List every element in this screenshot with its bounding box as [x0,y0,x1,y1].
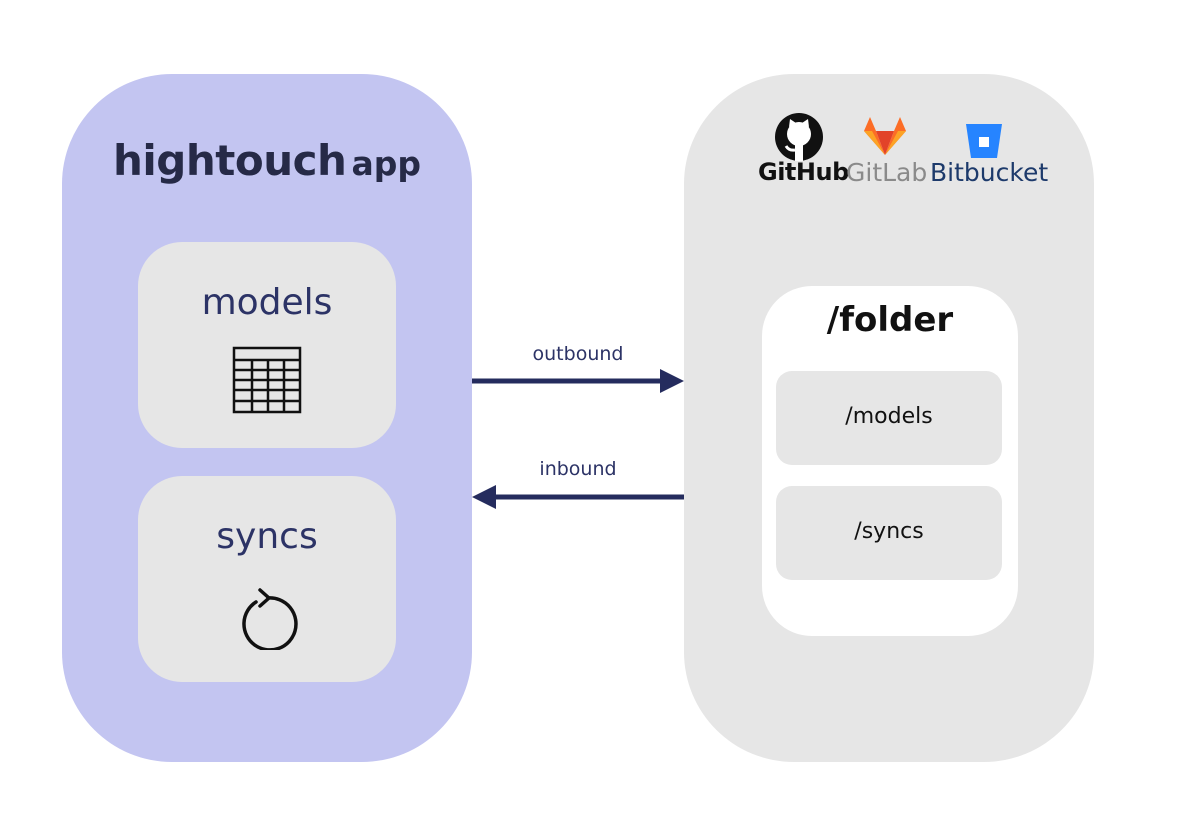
bitbucket-icon [966,124,1002,158]
gitlab-name: GitLab [846,158,928,187]
syncs-card: syncs [138,476,396,682]
app-suffix: app [351,144,421,183]
syncs-folder-label: /syncs [854,519,924,544]
models-card: models [138,242,396,448]
app-title: hightouch app [0,136,534,185]
app-brand: hightouch [113,136,347,185]
models-folder: /models [776,371,1002,465]
folder-box: /folder /models /syncs [762,286,1018,636]
models-card-label: models [201,282,333,323]
table-icon [232,346,302,414]
gitlab-icon [864,117,906,155]
refresh-icon [242,588,298,650]
inbound-arrow [472,485,684,509]
git-provider-logos: GitHub GitLab Bitbucket [758,110,1048,190]
syncs-folder: /syncs [776,486,1002,580]
github-icon [775,113,823,161]
inbound-label: inbound [539,458,617,480]
bitbucket-name: Bitbucket [930,158,1049,187]
folder-title: /folder [826,300,954,340]
outbound-label: outbound [532,343,624,365]
syncs-card-label: syncs [216,516,318,557]
models-folder-label: /models [845,404,933,429]
outbound-arrow [472,369,684,393]
github-name: GitHub [758,158,849,186]
